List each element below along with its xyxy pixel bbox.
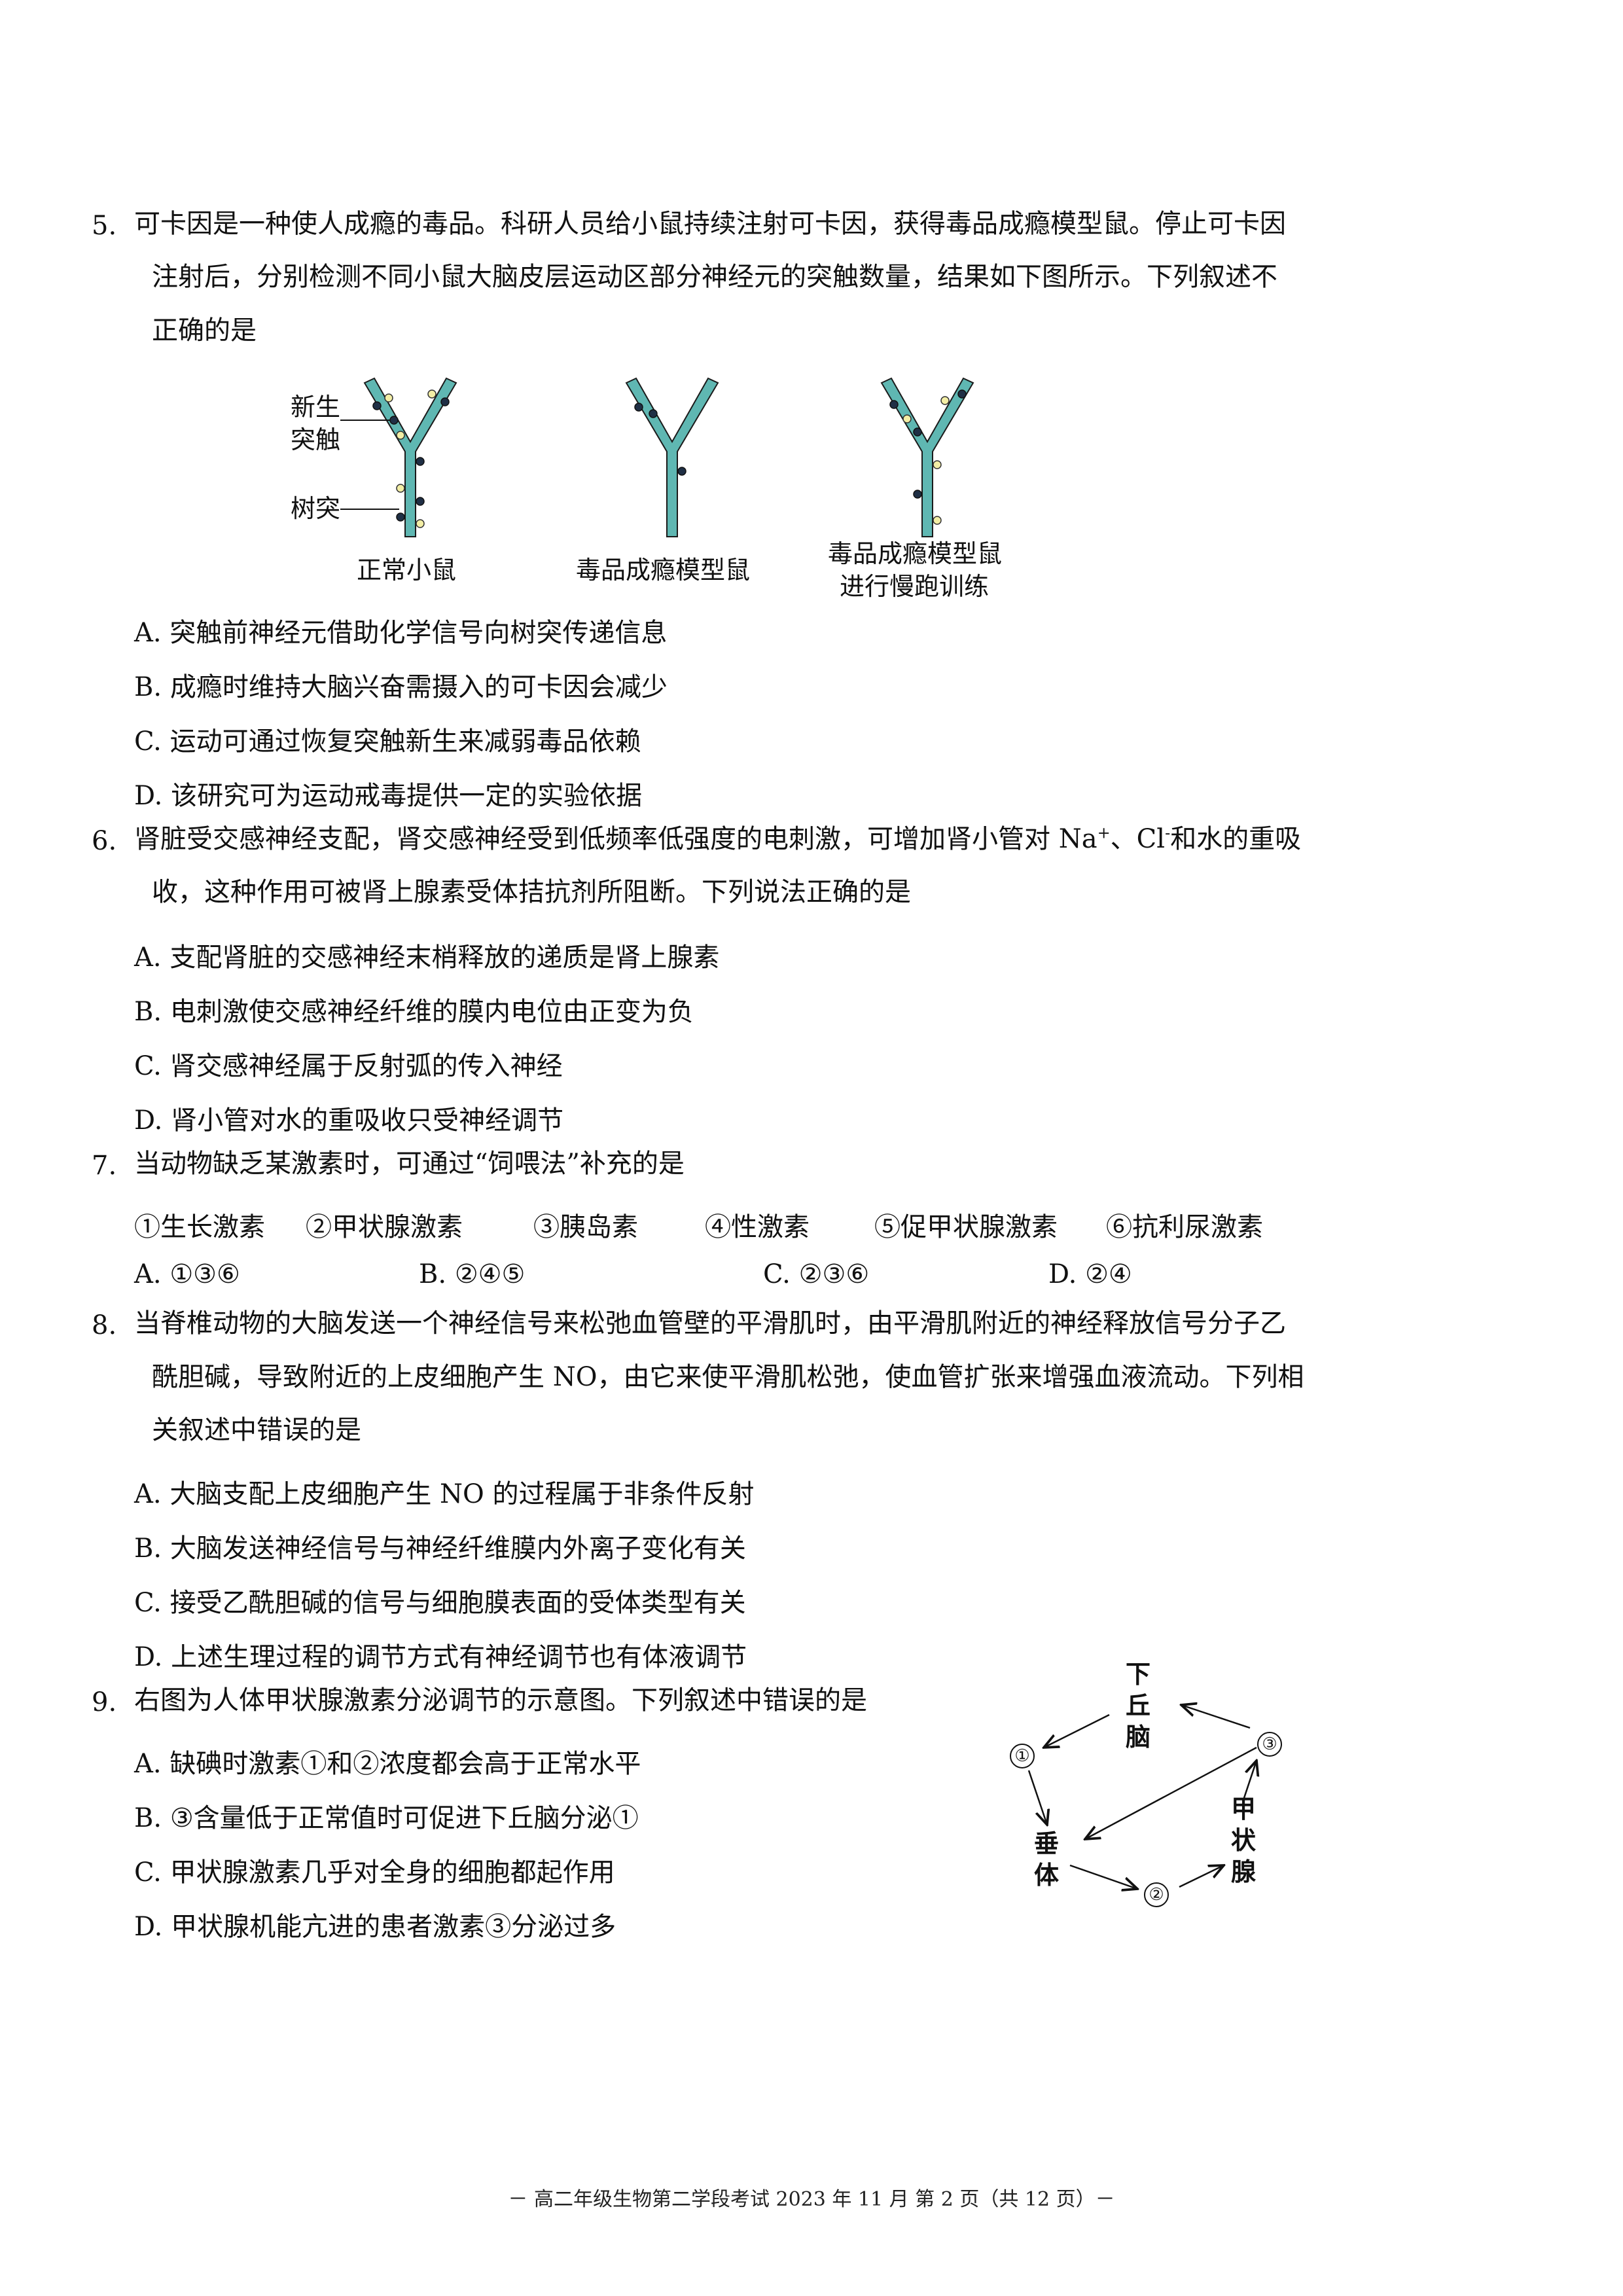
q6-option-d[interactable]: D. 肾小管对水的重吸收只受神经调节 (134, 1105, 564, 1136)
q8-stem-line-1: 当脊椎动物的大脑发送一个神经信号来松弛血管壁的平滑肌时，由平滑肌附近的神经释放信… (134, 1308, 1286, 1338)
pituitary-label: 垂 体 (1030, 1828, 1063, 1891)
q8-stem-line-2: 酰胆碱，导致附近的上皮细胞产生 NO，由它来使平滑肌松弛，使血管扩张来增强血液流… (152, 1362, 1304, 1392)
arrow-hypothalamus-to-h1 (1044, 1713, 1110, 1748)
q5-stem-line-1: 可卡因是一种使人成瘾的毒品。科研人员给小鼠持续注射可卡因，获得毒品成瘾模型鼠。停… (134, 209, 1286, 239)
q6-option-a[interactable]: A. 支配肾脏的交感神经末梢释放的递质是肾上腺素 (134, 942, 720, 973)
hormone-3-circle (1257, 1732, 1282, 1757)
thyroid-char-1: 甲 (1230, 1795, 1256, 1823)
arrow-pituitary-to-h2 (1069, 1864, 1137, 1889)
q6-stem-text-a: 肾脏受交感神经支配，肾交感神经受到低频率低强度的电刺激，可增加肾小管对 Na (134, 824, 1097, 854)
q7-option-b[interactable]: B. ②④⑤ (419, 1259, 526, 1289)
q8-option-a[interactable]: A. 大脑支配上皮细胞产生 NO 的过程属于非条件反射 (134, 1479, 755, 1509)
arrow-h1-to-pituitary (1027, 1770, 1047, 1825)
q5-option-c[interactable]: C. 运动可通过恢复突触新生来减弱毒品依赖 (134, 726, 641, 757)
hypothalamus-char-2: 丘 (1125, 1691, 1150, 1720)
dendrite-normal-mouse (340, 377, 457, 537)
page-footer: － 高二年级生物第二学段考试 2023 年 11 月 第 2 页（共 12 页）… (508, 2188, 1115, 2211)
q9-option-b[interactable]: B. ③含量低于正常值时可促进下丘脑分泌① (134, 1803, 639, 1833)
q8-number: 8. (92, 1310, 117, 1340)
hypothalamus-char-3: 脑 (1125, 1723, 1150, 1751)
q7-stem: 当动物缺乏某激素时，可通过“饲喂法”补充的是 (134, 1149, 685, 1179)
caption-running-mouse-2: 进行慢跑训练 (840, 572, 990, 601)
caption-addicted-mouse: 毒品成瘾模型鼠 (576, 556, 751, 584)
q6-sup-plus: + (1097, 823, 1111, 842)
q7-item-2: ②甲状腺激素 (306, 1212, 463, 1242)
q7-item-5: ⑤促甲状腺激素 (874, 1212, 1058, 1242)
thyroid-regulation-diagram (1010, 1649, 1282, 1907)
arrow-thyroid-to-h3 (1242, 1761, 1257, 1801)
dendrite-running-mouse (880, 377, 974, 537)
synapse-figure (340, 377, 974, 537)
q7-option-d[interactable]: D. ②④ (1048, 1259, 1132, 1289)
q6-number: 6. (92, 826, 117, 856)
q8-option-b[interactable]: B. 大脑发送神经信号与神经纤维膜内外离子变化有关 (134, 1534, 746, 1564)
hormone-1-label: ① (1014, 1746, 1030, 1766)
q6-stem-line-2: 收，这种作用可被肾上腺素受体拮抗剂所阻断。下列说法正确的是 (152, 877, 911, 907)
q6-option-b[interactable]: B. 电刺激使交感神经纤维的膜内电位由正变为负 (134, 997, 694, 1027)
hormone-2-label: ② (1149, 1885, 1164, 1905)
hormone-3-label: ③ (1262, 1734, 1277, 1754)
q6-stem-text-c: 和水的重吸 (1170, 824, 1302, 854)
caption-normal-mouse: 正常小鼠 (357, 556, 457, 584)
q5-option-b[interactable]: B. 成瘾时维持大脑兴奋需摄入的可卡因会减少 (134, 672, 668, 702)
q7-number: 7. (92, 1151, 117, 1181)
q5-stem-line-2: 注射后，分别检测不同小鼠大脑皮层运动区部分神经元的突触数量，结果如下图所示。下列… (152, 262, 1277, 292)
q8-option-d[interactable]: D. 上述生理过程的调节方式有神经调节也有体液调节 (134, 1642, 747, 1672)
hormone-1-circle (1010, 1744, 1035, 1768)
q5-stem-line-3: 正确的是 (152, 315, 257, 346)
q7-item-6: ⑥抗利尿激素 (1106, 1212, 1263, 1242)
label-dendrite: 树突 (291, 494, 341, 523)
q7-option-a[interactable]: A. ①③⑥ (134, 1259, 240, 1289)
arrow-h3-to-hypothalamus (1181, 1705, 1251, 1729)
q9-option-a[interactable]: A. 缺碘时激素①和②浓度都会高于正常水平 (134, 1749, 641, 1779)
hypothalamus-label: 下 丘 脑 (1122, 1659, 1154, 1753)
label-new-synapse-2: 突触 (291, 425, 341, 454)
q9-option-d[interactable]: D. 甲状腺机能亢进的患者激素③分泌过多 (134, 1912, 616, 1942)
dendrite-addicted-mouse (625, 377, 719, 537)
q7-item-4: ④性激素 (705, 1212, 810, 1242)
hypothalamus-char-1: 下 (1125, 1660, 1150, 1689)
q9-option-c[interactable]: C. 甲状腺激素几乎对全身的细胞都起作用 (134, 1857, 615, 1888)
q5-option-a[interactable]: A. 突触前神经元借助化学信号向树突传递信息 (134, 618, 668, 648)
arrow-h2-to-thyroid (1179, 1865, 1224, 1888)
hormone-2-circle (1144, 1882, 1169, 1907)
arrow-h3-to-pituitary (1085, 1746, 1257, 1839)
q6-stem-line-1: 肾脏受交感神经支配，肾交感神经受到低频率低强度的电刺激，可增加肾小管对 Na+、… (134, 823, 1301, 855)
q6-stem-text-b: 、Cl (1110, 824, 1166, 854)
thyroid-label: 甲 状 腺 (1227, 1793, 1260, 1888)
q6-sup-minus: - (1165, 823, 1171, 842)
label-new-synapse-1: 新生 (291, 393, 341, 422)
q7-option-c[interactable]: C. ②③⑥ (763, 1259, 870, 1289)
q7-item-3: ③胰岛素 (533, 1212, 638, 1242)
q9-stem: 右图为人体甲状腺激素分泌调节的示意图。下列叙述中错误的是 (134, 1685, 867, 1715)
q8-stem-line-3: 关叙述中错误的是 (152, 1415, 361, 1445)
q5-option-d[interactable]: D. 该研究可为运动戒毒提供一定的实验依据 (134, 781, 643, 811)
q6-option-c[interactable]: C. 肾交感神经属于反射弧的传入神经 (134, 1051, 563, 1081)
q5-number: 5. (92, 211, 117, 241)
thyroid-char-3: 腺 (1230, 1857, 1256, 1886)
caption-running-mouse-1: 毒品成瘾模型鼠 (828, 539, 1003, 568)
q9-number: 9. (92, 1687, 117, 1717)
pituitary-char-2: 体 (1033, 1861, 1059, 1890)
q8-option-c[interactable]: C. 接受乙酰胆碱的信号与细胞膜表面的受体类型有关 (134, 1588, 746, 1618)
thyroid-char-2: 状 (1230, 1826, 1256, 1855)
pituitary-char-1: 垂 (1033, 1829, 1059, 1858)
q7-item-1: ①生长激素 (134, 1212, 265, 1242)
